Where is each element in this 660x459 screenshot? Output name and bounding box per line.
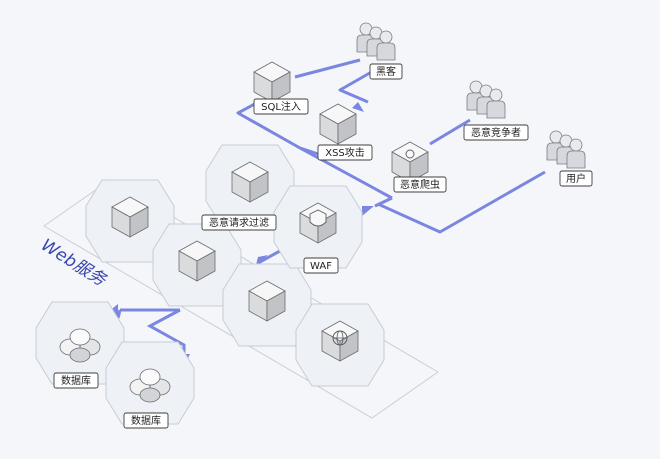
web-service-boundary <box>43 179 439 419</box>
label-competitor: 恶意竞争者 <box>463 124 529 141</box>
label-sql-text: SQL注入 <box>261 100 301 113</box>
label-user-text: 用户 <box>566 172 586 185</box>
label-sql: SQL注入 <box>253 98 309 115</box>
threat-sql-cube <box>253 61 291 103</box>
label-competitor-text: 恶意竞争者 <box>471 126 521 139</box>
label-hacker-text: 黑客 <box>376 65 396 78</box>
label-db1: 数据库 <box>53 372 99 389</box>
tile-database-2 <box>105 341 195 425</box>
spider-icon <box>405 149 415 159</box>
label-xss: XSS攻击 <box>317 144 373 161</box>
actor-user <box>547 131 585 168</box>
label-xss-text: XSS攻击 <box>325 146 365 159</box>
label-malicious-filter: 恶意请求过滤 <box>201 214 277 231</box>
label-malicious-filter-text: 恶意请求过滤 <box>209 216 269 229</box>
label-db2: 数据库 <box>123 412 169 429</box>
flow-lines <box>236 58 546 234</box>
label-db2-text: 数据库 <box>131 414 161 427</box>
label-user: 用户 <box>559 170 593 187</box>
tile-globe <box>295 303 385 387</box>
label-crawler: 恶意爬虫 <box>393 176 447 193</box>
label-hacker: 黑客 <box>369 63 403 80</box>
label-crawler-text: 恶意爬虫 <box>400 178 440 191</box>
label-waf: WAF <box>303 257 339 274</box>
label-db1-text: 数据库 <box>61 374 91 387</box>
threat-xss-cube <box>319 103 357 145</box>
threat-crawler-cube <box>391 141 429 183</box>
actor-competitor <box>467 81 505 118</box>
firewall-icon <box>309 209 327 227</box>
actor-hacker <box>357 23 395 60</box>
tile-waf <box>273 185 363 269</box>
label-waf-text: WAF <box>310 261 332 272</box>
